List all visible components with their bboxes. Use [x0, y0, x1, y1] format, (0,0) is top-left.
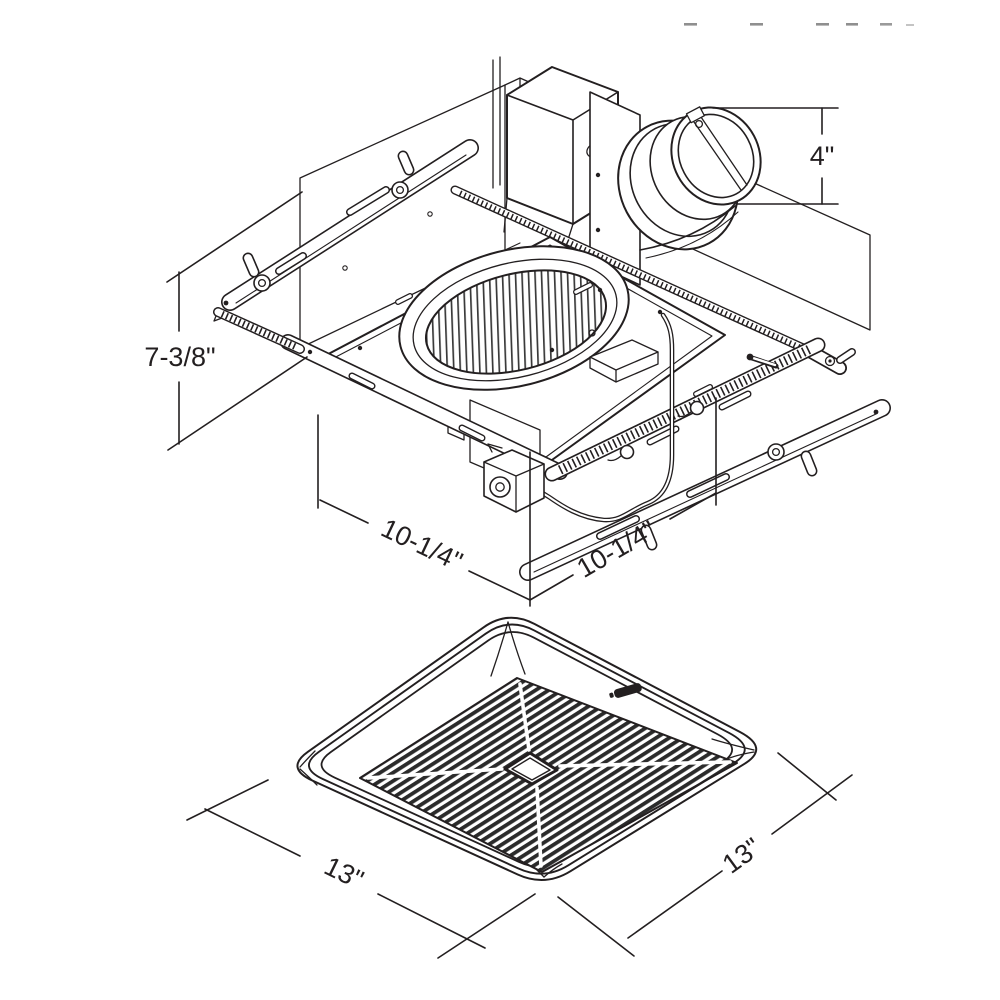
damper-flap — [685, 106, 748, 191]
flange-bar-back-right — [450, 185, 856, 375]
blower-opening — [398, 245, 630, 391]
flange-channel-front-right — [544, 337, 826, 482]
brand-logo-mark — [609, 683, 642, 698]
hanger-bar-lower-right — [519, 399, 891, 581]
housing-isometric-view: 4" 7-3/8" 10-1/4" 10-1/4" — [144, 56, 891, 607]
duct-collar — [617, 106, 762, 259]
dim-label-housing-height: 7-3/8" — [144, 342, 215, 372]
faint-artifact-dashes — [684, 23, 914, 26]
louver-seams — [366, 682, 732, 868]
duct-mounting-plate — [589, 91, 641, 286]
grille-corner-creases — [299, 621, 755, 878]
fan-blades — [424, 269, 608, 375]
grille-cover-view: 13" 13" — [186, 616, 853, 959]
grille-center-opening — [503, 751, 559, 786]
louver-panel — [359, 677, 738, 873]
power-wire-highlight — [535, 314, 673, 522]
hanger-bar-upper-left — [213, 139, 479, 322]
dim-label-duct-diameter: 4" — [810, 141, 835, 171]
wiring-connector-block — [483, 443, 545, 513]
dimension-housing-height: 7-3/8" — [144, 191, 308, 451]
dimension-duct-diameter: 4" — [712, 107, 839, 205]
